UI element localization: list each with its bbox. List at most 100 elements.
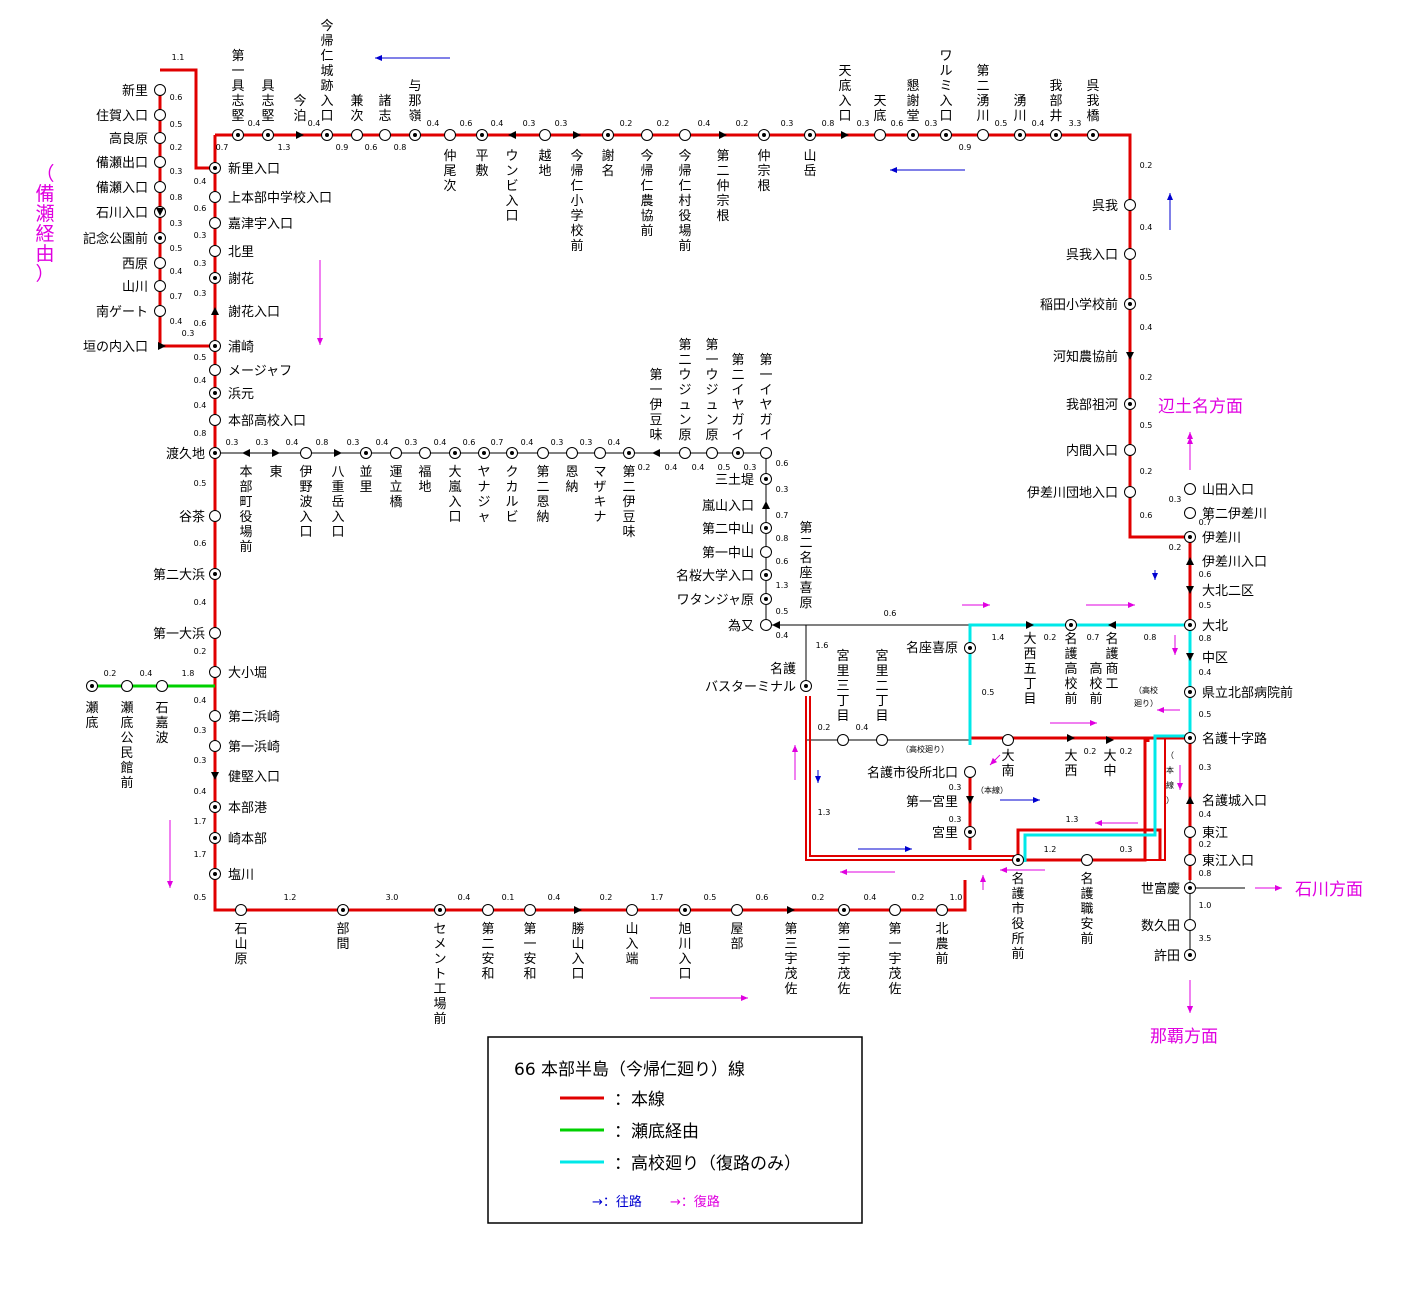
stop-dot	[764, 477, 768, 481]
distance-label: 0.2	[1140, 373, 1153, 382]
stop-label: 我部井	[1049, 79, 1062, 124]
distance-label: 0.4	[491, 119, 504, 128]
stop-label: 大南	[1001, 749, 1014, 779]
stop-marker	[524, 904, 536, 916]
distance-label: 0.2	[812, 893, 825, 902]
stop-label: 大中	[1103, 749, 1116, 779]
stop-marker	[209, 710, 221, 722]
distance-label: 0.2	[1120, 747, 1133, 756]
stop-label: 第一大浜	[153, 627, 205, 642]
stop-label: 越地	[538, 149, 551, 179]
terminal-red-line	[805, 696, 1018, 861]
distance-label: 0.7	[491, 438, 504, 447]
stop-dot	[213, 391, 217, 395]
stop-label: 兼次	[350, 94, 363, 124]
stop-marker	[626, 904, 638, 916]
stop-label: 第一中山	[702, 546, 754, 561]
distance-label: 0.5	[1199, 710, 1212, 719]
note: 廻り）	[1134, 699, 1158, 708]
arrowhead	[840, 869, 847, 875]
stop-label: 新里入口	[228, 161, 280, 177]
distance-label: 0.5	[194, 893, 207, 902]
distance-label: 0.3	[744, 463, 757, 472]
distance-label: 0.4	[194, 177, 207, 186]
stop-label: 呉我橋	[1086, 79, 1099, 124]
direction-arrow	[719, 131, 727, 139]
distance-label: 3.3	[1069, 119, 1082, 128]
arrowhead	[815, 776, 821, 783]
stop-dot	[1188, 886, 1192, 890]
distance-label: 0.2	[104, 669, 117, 678]
stop-marker	[964, 766, 976, 778]
stop-label: 浜元	[228, 387, 254, 402]
stop-dot	[764, 597, 768, 601]
stop-dot	[764, 573, 768, 577]
distance-label: 0.7	[170, 292, 183, 301]
stop-label: 北里	[228, 245, 254, 260]
distance-label: 0.6	[776, 557, 789, 566]
stop-label: 本部港	[228, 801, 267, 816]
arrowhead	[980, 875, 986, 882]
distance-label: 0.4	[140, 669, 153, 678]
legend-outbound: →：往路	[592, 1194, 642, 1210]
direction-arrow	[787, 906, 795, 914]
stop-dot	[90, 684, 94, 688]
stop-label: 第二恩納	[536, 465, 549, 525]
legend-box	[487, 1036, 863, 1224]
distance-label: 0.8	[776, 534, 789, 543]
stop-dot	[1016, 858, 1020, 862]
stop-label: 伊差川団地入口	[1027, 486, 1118, 501]
arrowhead	[1033, 797, 1040, 803]
direction-label: （備瀬経由）	[35, 163, 54, 285]
stop-label: ヤナジャ	[477, 465, 490, 525]
distance-label: 0.4	[548, 893, 561, 902]
stop-label: 福地	[418, 465, 431, 495]
stop-marker	[154, 305, 166, 317]
arrowhead	[1095, 820, 1102, 826]
stop-label: 仲宗根	[757, 149, 770, 194]
stop-label: 住賀入口	[96, 109, 148, 124]
arrowhead	[1000, 867, 1007, 873]
direction-arrow	[652, 449, 660, 457]
distance-label: 0.6	[776, 459, 789, 468]
distance-label: 0.2	[1169, 543, 1182, 552]
direction-arrow	[772, 621, 780, 629]
stop-label: 谷茶	[179, 509, 205, 525]
distance-label: 0.7	[1199, 518, 1212, 527]
distance-label: 0.2	[194, 647, 207, 656]
stop-label: 名護十字路	[1202, 731, 1267, 747]
stop-label: 第二ウジュン原	[678, 338, 691, 443]
school-line	[968, 623, 1190, 745]
bise-line	[158, 90, 215, 348]
direction-arrow	[1106, 736, 1114, 744]
stop-marker	[731, 904, 743, 916]
stop-label: 高良原	[109, 131, 148, 147]
distance-label: 1.7	[194, 850, 207, 859]
stop-label: 備瀬出口	[96, 155, 148, 171]
stop-label: 呉我入口	[1066, 248, 1118, 263]
stop-label: 呉我	[1092, 199, 1118, 214]
stop-label: 第一伊豆味	[649, 368, 662, 443]
distance-label: 0.8	[1199, 634, 1212, 643]
stop-marker	[209, 666, 221, 678]
direction-arrow	[296, 131, 304, 139]
stop-dot	[911, 133, 915, 137]
stop-label: 第一安和	[523, 922, 536, 982]
stop-marker	[154, 84, 166, 96]
distance-label: 0.5	[1199, 601, 1212, 610]
stop-label: 高校前	[1089, 661, 1102, 707]
distance-label: 0.4	[458, 893, 471, 902]
distance-label: 0.7	[776, 511, 789, 520]
stop-marker	[760, 546, 772, 558]
stop-marker	[1124, 248, 1136, 260]
distance-label: 0.6	[170, 93, 183, 102]
stop-marker	[874, 129, 886, 141]
stop-label: 名護商工	[1105, 631, 1118, 692]
distance-label: 0.8	[316, 438, 329, 447]
distance-label: 0.4	[1199, 810, 1212, 819]
stop-marker	[154, 280, 166, 292]
stop-label: 旭川入口	[678, 922, 691, 982]
distance-label: 0.4	[194, 696, 207, 705]
stop-dot	[213, 872, 217, 876]
stop-dot	[1188, 736, 1192, 740]
